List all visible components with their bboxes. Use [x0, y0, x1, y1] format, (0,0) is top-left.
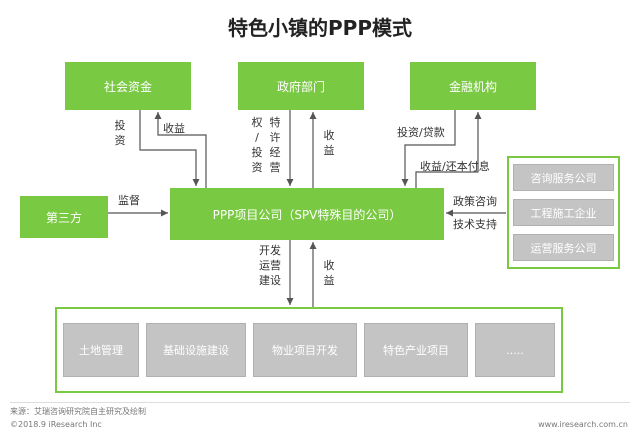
government-label: 政府部门: [276, 79, 325, 94]
government-box: 政府部门: [238, 62, 364, 110]
policy-label: 政策咨询: [453, 195, 497, 208]
label-line: 运营: [259, 259, 281, 272]
ppp-company-label: PPP项目公司（SPV特殊目的公司）: [212, 207, 402, 222]
repay-arrow: [415, 112, 482, 188]
project-label: 特色产业项目: [383, 344, 449, 357]
service-company-item: 咨询服务公司: [513, 164, 614, 191]
label-line: 开发: [259, 244, 281, 257]
social-capital-label: 社会资金: [103, 79, 152, 94]
label-char: 经: [269, 146, 281, 159]
diagram-title: 特色小镇的PPP模式: [228, 16, 412, 40]
label-char: 权: [251, 116, 263, 129]
label-char: 资: [251, 161, 263, 174]
label-char: 资: [114, 134, 126, 147]
franchise-label-1: 权 / 投 资: [250, 115, 264, 175]
footer-copyright: ©2018.9 iResearch Inc: [10, 420, 102, 429]
label-char: 收: [323, 259, 335, 272]
supervise-label: 监督: [118, 194, 140, 207]
project-item: 土地管理: [63, 323, 139, 377]
label-char: 益: [323, 274, 335, 287]
tech-label: 技术支持: [453, 218, 497, 231]
ppp-company-box: PPP项目公司（SPV特殊目的公司）: [170, 188, 444, 240]
service-company-label: 咨询服务公司: [530, 171, 597, 185]
label-char: 营: [269, 161, 281, 174]
loan-arrow: [401, 110, 456, 186]
label-char: /: [255, 131, 259, 144]
project-item: 物业项目开发: [253, 323, 357, 377]
project-item: 特色产业项目: [364, 323, 468, 377]
footer-source: 来源：艾瑞咨询研究院自主研究及绘制: [10, 407, 146, 416]
label-line: 建设: [259, 274, 281, 287]
service-company-item: 工程施工企业: [513, 199, 614, 226]
third-party-label: 第三方: [45, 210, 82, 225]
develop-label: 开发 运营 建设: [256, 243, 284, 288]
bottom-returns-label: 收 益: [322, 258, 336, 288]
label-char: 益: [323, 144, 335, 157]
social-capital-box: 社会资金: [65, 62, 191, 110]
label-char: 特: [269, 116, 281, 129]
project-label: 土地管理: [79, 344, 123, 357]
service-company-item: 运营服务公司: [513, 234, 614, 261]
label-char: 投: [114, 119, 126, 132]
project-item: .....: [475, 323, 555, 377]
invest-loan-label: 投资/贷款: [397, 126, 445, 139]
project-label: 物业项目开发: [272, 344, 338, 357]
service-company-label: 运营服务公司: [530, 241, 597, 255]
projects-frame: [55, 307, 563, 393]
invest-label: 投 资: [113, 118, 127, 148]
label-char: 投: [251, 146, 263, 159]
project-item: 基础设施建设: [146, 323, 246, 377]
financial-institution-box: 金融机构: [410, 62, 536, 110]
franchise-label-2: 特 许 经 营: [268, 115, 282, 175]
invest-arrow: [139, 110, 200, 186]
returns-arrow: [154, 112, 207, 188]
repay-label: 收益/还本付息: [420, 160, 490, 173]
project-label: 基础设施建设: [163, 344, 229, 357]
footer-divider: [10, 402, 630, 403]
financial-institution-label: 金融机构: [448, 79, 497, 94]
footer-website: www.iresearch.com.cn: [538, 420, 628, 429]
label-char: 许: [269, 131, 281, 144]
project-label: .....: [506, 343, 524, 357]
service-company-label: 工程施工企业: [530, 206, 597, 220]
service-companies-frame: [507, 156, 620, 269]
gov-returns-label: 收 益: [322, 128, 336, 158]
third-party-box: 第三方: [20, 196, 108, 238]
social-returns-label: 收益: [163, 122, 185, 135]
label-char: 收: [323, 129, 335, 142]
